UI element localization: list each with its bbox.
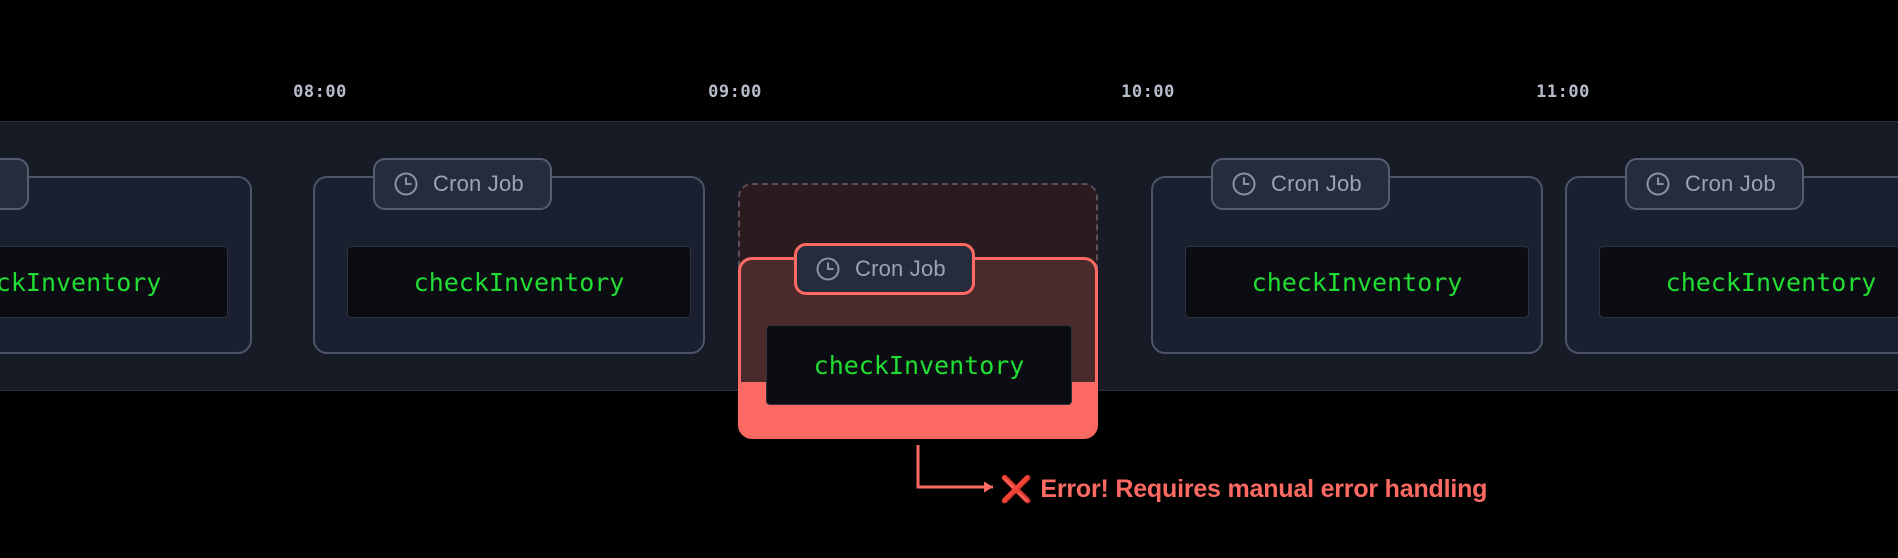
- job-badge-5[interactable]: Cron Job: [1625, 158, 1804, 210]
- time-tick-0800: 08:00: [293, 82, 347, 102]
- job-badge-label-5: Cron Job: [1685, 171, 1776, 196]
- clock-icon: [1646, 172, 1670, 196]
- error-x-icon: ❌: [1000, 474, 1033, 505]
- job-code-label-5: checkInventory: [1665, 267, 1877, 297]
- clock-icon: [394, 172, 418, 196]
- job-code-box-5[interactable]: checkInventory: [1599, 246, 1898, 318]
- error-message: Error! Requires manual error handling: [1040, 475, 1488, 503]
- job-badge-label-3: Cron Job: [855, 256, 946, 281]
- timeline-ruler: 08:00 09:00 10:00 11:00: [0, 0, 1898, 121]
- job-code-box-3[interactable]: checkInventory: [766, 325, 1072, 405]
- error-callout: ❌ Error! Requires manual error handling: [1000, 475, 1487, 504]
- job-code-label-1: checkInventory: [0, 267, 162, 297]
- time-tick-0900: 09:00: [708, 82, 762, 102]
- job-badge-label-1: Cron Job: [0, 171, 1, 197]
- job-badge-4[interactable]: Cron Job: [1211, 158, 1390, 210]
- job-code-label-2: checkInventory: [413, 267, 625, 297]
- job-badge-2[interactable]: Cron Job: [373, 158, 552, 210]
- clock-icon: [816, 257, 840, 281]
- job-badge-1[interactable]: Cron Job: [0, 158, 29, 210]
- time-tick-1000: 10:00: [1121, 82, 1175, 102]
- job-code-label-4: checkInventory: [1251, 267, 1463, 297]
- job-code-box-1[interactable]: checkInventory: [0, 246, 228, 318]
- job-code-label-3: checkInventory: [813, 350, 1025, 380]
- job-code-box-4[interactable]: checkInventory: [1185, 246, 1529, 318]
- job-badge-3[interactable]: Cron Job: [794, 243, 975, 295]
- job-badge-label-2: Cron Job: [433, 171, 524, 196]
- job-code-box-2[interactable]: checkInventory: [347, 246, 691, 318]
- error-callout-arrow: [916, 445, 993, 493]
- time-tick-1100: 11:00: [1536, 82, 1590, 102]
- clock-icon: [1232, 172, 1256, 196]
- job-badge-label-4: Cron Job: [1271, 171, 1362, 196]
